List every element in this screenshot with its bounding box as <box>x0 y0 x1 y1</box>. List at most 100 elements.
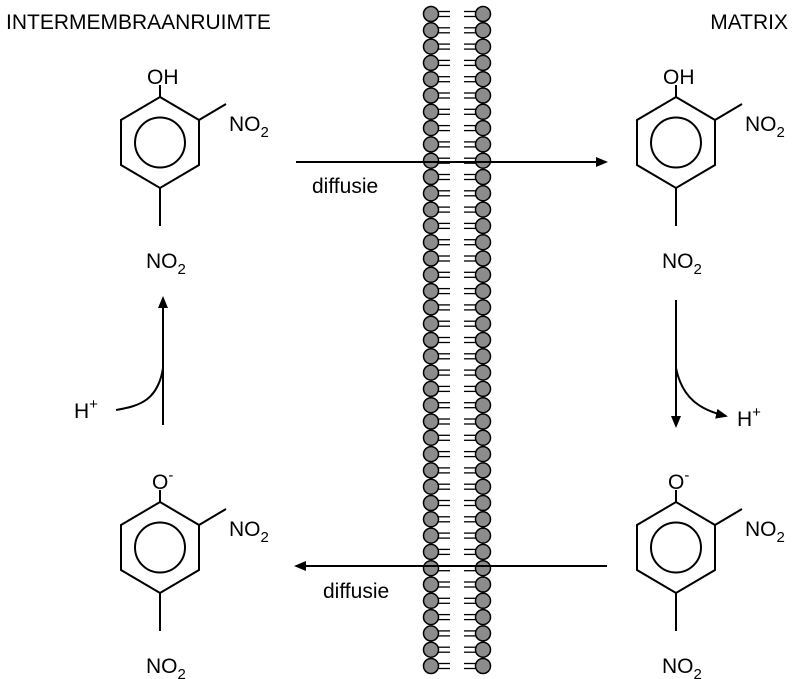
lipid-head <box>474 576 492 593</box>
para-nitro-label: NO2 <box>146 655 186 679</box>
matrix-label: MATRIX <box>710 11 788 34</box>
lipid-head <box>474 641 492 658</box>
ortho-nitro-bond <box>198 103 227 121</box>
lipid-head <box>474 527 492 544</box>
lipid-head <box>474 413 492 430</box>
lipid-head <box>422 331 440 349</box>
lipid-head <box>422 576 440 593</box>
ortho-nitro-bond <box>198 508 227 526</box>
lipid-head <box>474 299 492 316</box>
lipid-head <box>474 103 492 121</box>
lipid-head <box>474 462 492 479</box>
lipid-head <box>474 5 492 23</box>
benzene-ring <box>636 95 716 190</box>
lipid-head <box>422 445 440 463</box>
lipid-head <box>422 380 440 398</box>
lipid-head <box>474 559 492 577</box>
lipid-head <box>474 625 492 642</box>
lipid-head <box>422 168 440 186</box>
lipid-head <box>422 266 440 284</box>
lipid-head <box>474 348 492 365</box>
lipid-head <box>422 103 440 121</box>
lipid-head <box>422 217 440 235</box>
lipid-head <box>474 233 492 251</box>
lipid-head <box>422 494 440 512</box>
lipid-head <box>422 543 440 561</box>
lipid-head <box>474 201 492 218</box>
lipid-head <box>474 429 492 447</box>
benzene-ring <box>120 95 200 190</box>
lipid-head <box>422 559 440 577</box>
lipid-head <box>474 282 492 300</box>
lipid-head <box>474 494 492 512</box>
lipid-head <box>422 250 440 267</box>
lipid-head <box>474 364 492 381</box>
lipid-head <box>422 152 440 169</box>
lipid-head <box>474 315 492 332</box>
lipid-head <box>474 70 492 88</box>
ortho-nitro-label: NO2 <box>229 518 269 546</box>
hydroxyl-group-label: OH <box>663 66 695 89</box>
proton-left: H+ <box>74 396 98 423</box>
lipid-head <box>422 233 440 251</box>
diffusion-label-background <box>302 172 406 200</box>
lipid-head <box>474 608 492 626</box>
lipid-head <box>474 87 492 104</box>
lipid-head <box>474 592 492 610</box>
lipid-head <box>474 396 492 414</box>
lipid-head <box>422 70 440 88</box>
phenolate-oxygen-label: O- <box>152 467 173 494</box>
lipid-head <box>422 625 440 642</box>
lipid-head <box>422 5 440 23</box>
hydroxyl-group-label: OH <box>147 66 179 89</box>
diffusion-label-bottom: diffusie <box>323 580 389 603</box>
lipid-head <box>422 462 440 479</box>
lipid-head <box>474 185 492 202</box>
lipid-head <box>474 445 492 463</box>
intermembrane-space-label: INTERMEMBRAANRUIMTE <box>6 11 271 34</box>
phospholipid-bilayer-membrane <box>422 5 492 675</box>
lipid-head <box>422 527 440 544</box>
lipid-head <box>422 136 440 153</box>
lipid-head <box>474 331 492 349</box>
diffusion-label-top: diffusie <box>312 175 378 198</box>
lipid-head <box>422 87 440 104</box>
lipid-head <box>422 478 440 495</box>
lipid-head <box>474 136 492 153</box>
lipid-head <box>474 168 492 186</box>
lipid-head <box>474 511 492 528</box>
lipid-head <box>422 396 440 414</box>
lipid-head <box>422 119 440 137</box>
lipid-head <box>474 22 492 39</box>
phenolate-oxygen-label: O- <box>668 467 689 494</box>
diffusion-label-background <box>316 576 416 604</box>
lipid-head <box>422 348 440 365</box>
lipid-head <box>422 282 440 300</box>
proton-release-curve <box>675 367 728 419</box>
lipid-head <box>422 22 440 39</box>
para-nitro-label: NO2 <box>662 655 702 679</box>
lipid-head <box>474 152 492 169</box>
lipid-head <box>422 429 440 447</box>
lipid-head <box>474 54 492 72</box>
ortho-nitro-bond <box>714 508 743 526</box>
para-nitro-label: NO2 <box>146 250 186 278</box>
lipid-head <box>422 413 440 430</box>
lipid-head <box>422 511 440 528</box>
lipid-head <box>422 201 440 218</box>
lipid-head <box>422 299 440 316</box>
ortho-nitro-bond <box>714 103 743 121</box>
para-nitro-label: NO2 <box>662 250 702 278</box>
lipid-head <box>474 266 492 284</box>
lipid-head <box>422 657 440 675</box>
lipid-head <box>422 592 440 610</box>
lipid-head <box>474 478 492 495</box>
lipid-head <box>474 38 492 55</box>
benzene-ring <box>120 500 200 595</box>
lipid-head <box>474 119 492 137</box>
proton-uptake-curve <box>115 367 164 411</box>
